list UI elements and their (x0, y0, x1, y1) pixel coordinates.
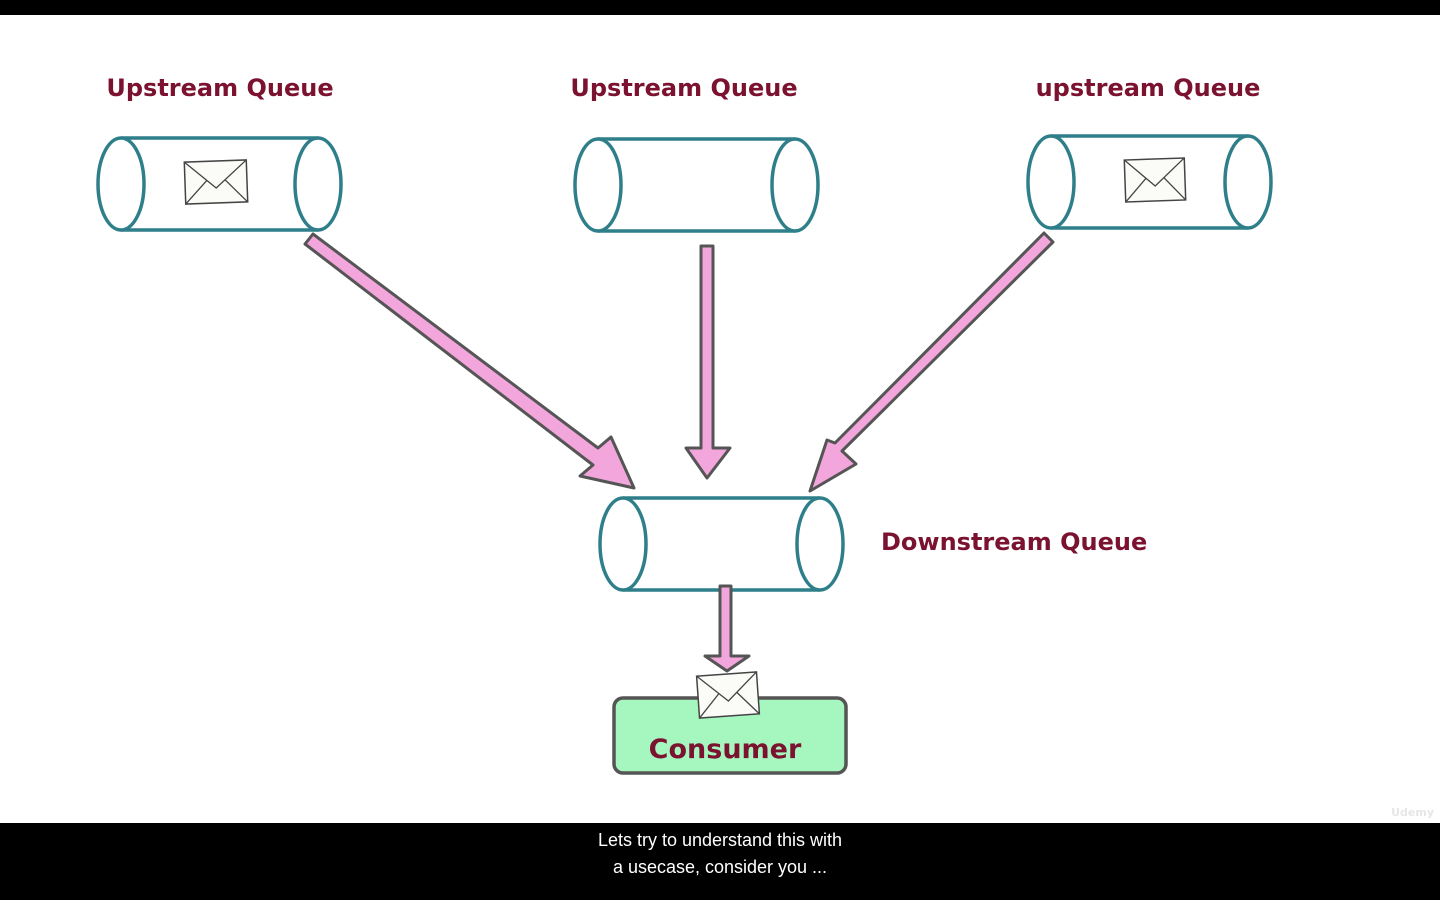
arrow-center-to-downstream (684, 244, 732, 480)
upstream-queue-1-label: Upstream Queue (106, 74, 333, 102)
upstream-queue-2-tube (573, 137, 820, 233)
envelope-icon (1123, 157, 1187, 203)
envelope-icon (183, 159, 249, 205)
upstream-queue-3: upstream Queue (1026, 74, 1273, 230)
queue-diagram: Upstream Queue Upstream Queue (96, 74, 1273, 775)
slide: Upstream Queue Upstream Queue (0, 15, 1440, 823)
upstream-queue-3-label: upstream Queue (1036, 74, 1261, 102)
udemy-watermark: Udemy (1391, 806, 1434, 819)
arrow-right-to-downstream (808, 231, 1055, 493)
upstream-queue-1: Upstream Queue (96, 74, 343, 232)
envelope-icon (695, 671, 761, 719)
consumer: Consumer (612, 671, 848, 775)
caption-line-1: Lets try to understand this with (597, 830, 843, 850)
downstream-queue-label: Downstream Queue (881, 528, 1147, 556)
subtitle-caption: Lets try to understand this with a useca… (0, 827, 1440, 881)
caption-bar: Lets try to understand this with a useca… (0, 823, 1440, 900)
caption-line-2: a usecase, consider you ... (612, 857, 828, 877)
arrow-downstream-to-consumer (703, 584, 751, 673)
downstream-queue: Downstream Queue (598, 496, 1147, 592)
upstream-queue-1-tube (96, 136, 343, 232)
upstream-queue-2: Upstream Queue (570, 74, 820, 233)
arrow-left-to-downstream (303, 232, 636, 490)
consumer-label: Consumer (649, 734, 802, 765)
upstream-queue-2-label: Upstream Queue (570, 74, 797, 102)
downstream-queue-tube (598, 496, 845, 592)
